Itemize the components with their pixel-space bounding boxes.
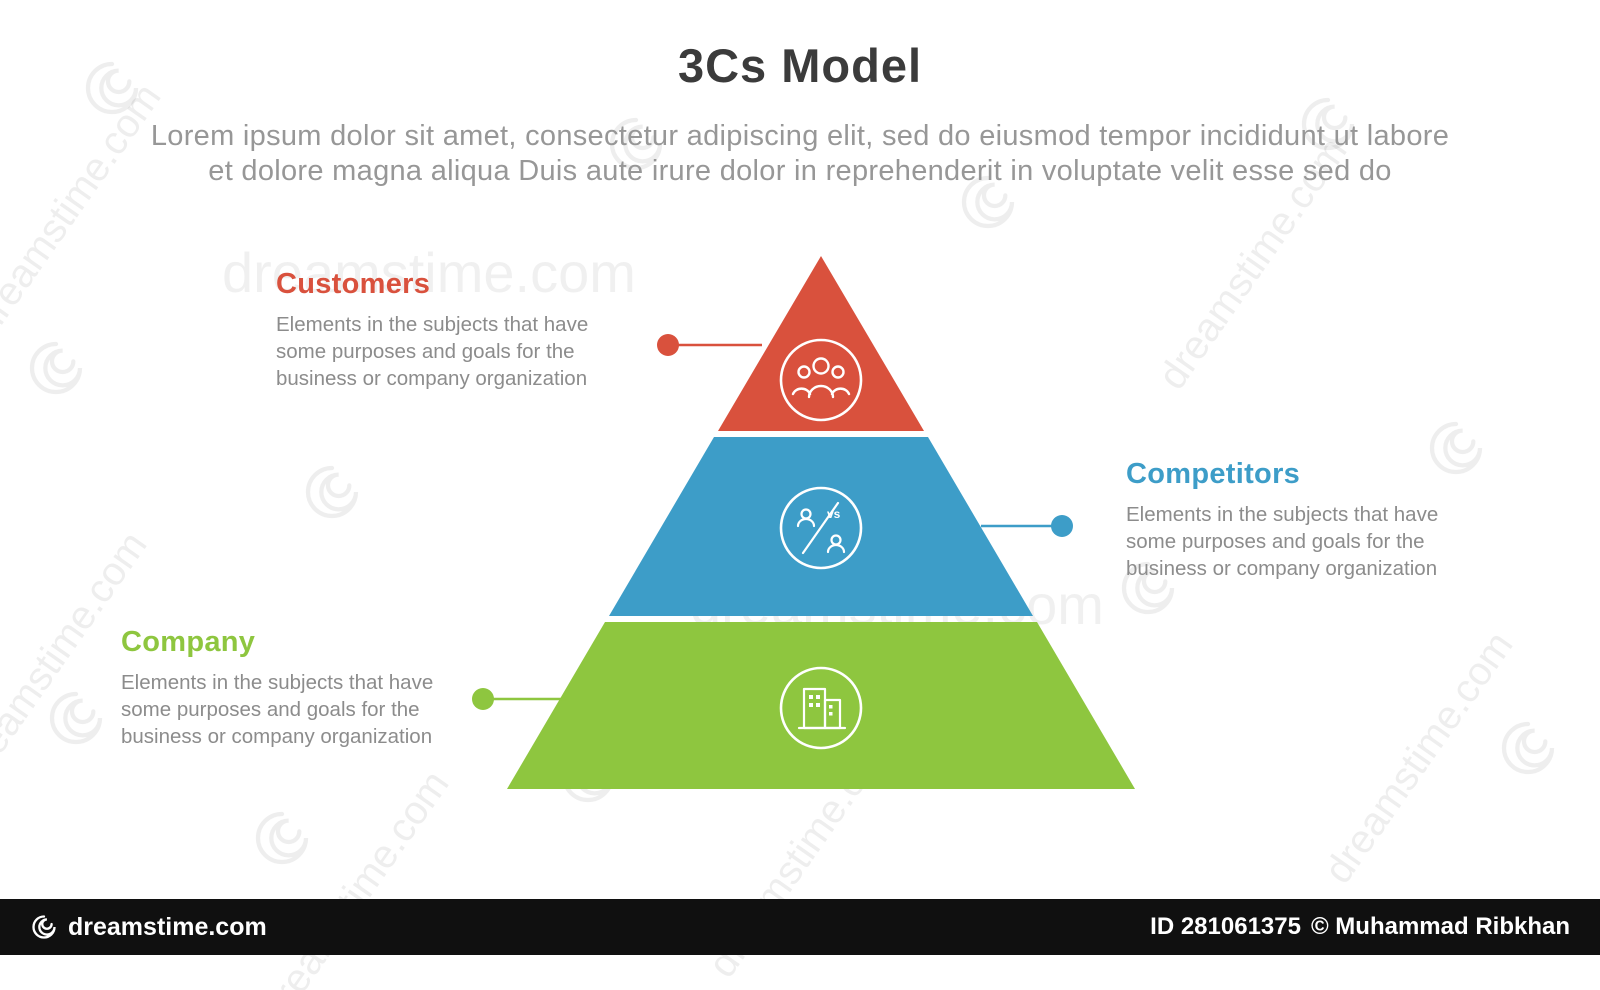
page-title: 3Cs Model [677, 39, 923, 92]
company-callout: Company Elements in the subjects that ha… [121, 626, 456, 750]
versus-icon: vs [779, 486, 863, 570]
customers-callout: Customers Elements in the subjects that … [276, 268, 611, 392]
competitors-callout: Competitors Elements in the subjects tha… [1126, 458, 1461, 582]
company-callout-description: Elements in the subjects that have some … [121, 671, 434, 749]
competitors-connector-dot [1051, 515, 1073, 537]
company-callout-title: Company [121, 626, 256, 658]
competitors-connector [981, 515, 1073, 537]
versus-icon-label: vs [827, 507, 841, 521]
subtitle: Lorem ipsum dolor sit amet, consectetur … [0, 119, 1600, 189]
footer-brand: dreamstime.com [30, 913, 267, 942]
pyramid-segment-company [507, 622, 1135, 789]
header: 3Cs Model Lorem ipsum dolor sit amet, co… [0, 38, 1600, 189]
subtitle-line-2: et dolore magna aliqua Duis aute irure d… [208, 154, 1392, 187]
footer-image-id: ID 281061375 [1150, 913, 1301, 940]
building-icon [779, 666, 863, 750]
footer-credit: ID 281061375 © Muhammad Ribkhan [1150, 913, 1570, 941]
pyramid-segment-customers [718, 256, 924, 431]
competitors-callout-description: Elements in the subjects that have some … [1126, 503, 1439, 581]
competitors-callout-title: Competitors [1126, 458, 1301, 490]
footer-author: © Muhammad Ribkhan [1310, 913, 1570, 940]
footer-bar: dreamstime.com ID 281061375 © Muhammad R… [0, 899, 1600, 955]
people-icon [779, 338, 863, 422]
customers-callout-description: Elements in the subjects that have some … [276, 313, 589, 391]
footer-brand-text: dreamstime.com [68, 912, 267, 941]
dreamstime-logo-icon [32, 915, 56, 939]
customers-connector [657, 334, 762, 356]
subtitle-line-1: Lorem ipsum dolor sit amet, consectetur … [150, 120, 1450, 152]
customers-connector-dot [657, 334, 679, 356]
company-connector [472, 688, 566, 710]
customers-callout-title: Customers [276, 268, 431, 300]
company-connector-dot [472, 688, 494, 710]
